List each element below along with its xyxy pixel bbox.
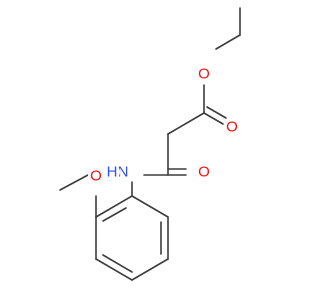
bond-ring-1 xyxy=(131,195,169,218)
h_amide-bg xyxy=(104,164,120,180)
bond-o-methyl xyxy=(59,174,89,191)
bond-ester-carbonyl-a xyxy=(203,112,224,125)
bond-ethyl-ch2-o xyxy=(215,34,241,50)
bond-layer xyxy=(59,7,241,281)
bond-ring-4 xyxy=(95,258,133,281)
n_amide-bg xyxy=(115,164,131,180)
bond-ester-carbon-ch2 xyxy=(167,112,205,135)
bond-ring-6 xyxy=(95,195,133,218)
o_methoxy-bg xyxy=(88,168,104,184)
o_ether_top-label: O xyxy=(198,66,210,83)
o_amide-label: O xyxy=(198,164,210,181)
h_amide-label: H xyxy=(107,164,118,181)
o_methoxy-label: O xyxy=(90,168,102,185)
bond-ring-inner-2 xyxy=(102,254,133,273)
bond-ester-carbonyl-b xyxy=(206,106,227,119)
bond-ring-3 xyxy=(131,258,169,281)
o_ester_dbl-label: O xyxy=(226,119,238,136)
o_ether_top-bg xyxy=(196,66,212,82)
n_amide-label: N xyxy=(118,164,129,181)
bond-ring-inner-3 xyxy=(102,207,127,222)
o_ester_dbl-bg xyxy=(224,119,240,135)
o_amide-bg xyxy=(196,164,212,180)
